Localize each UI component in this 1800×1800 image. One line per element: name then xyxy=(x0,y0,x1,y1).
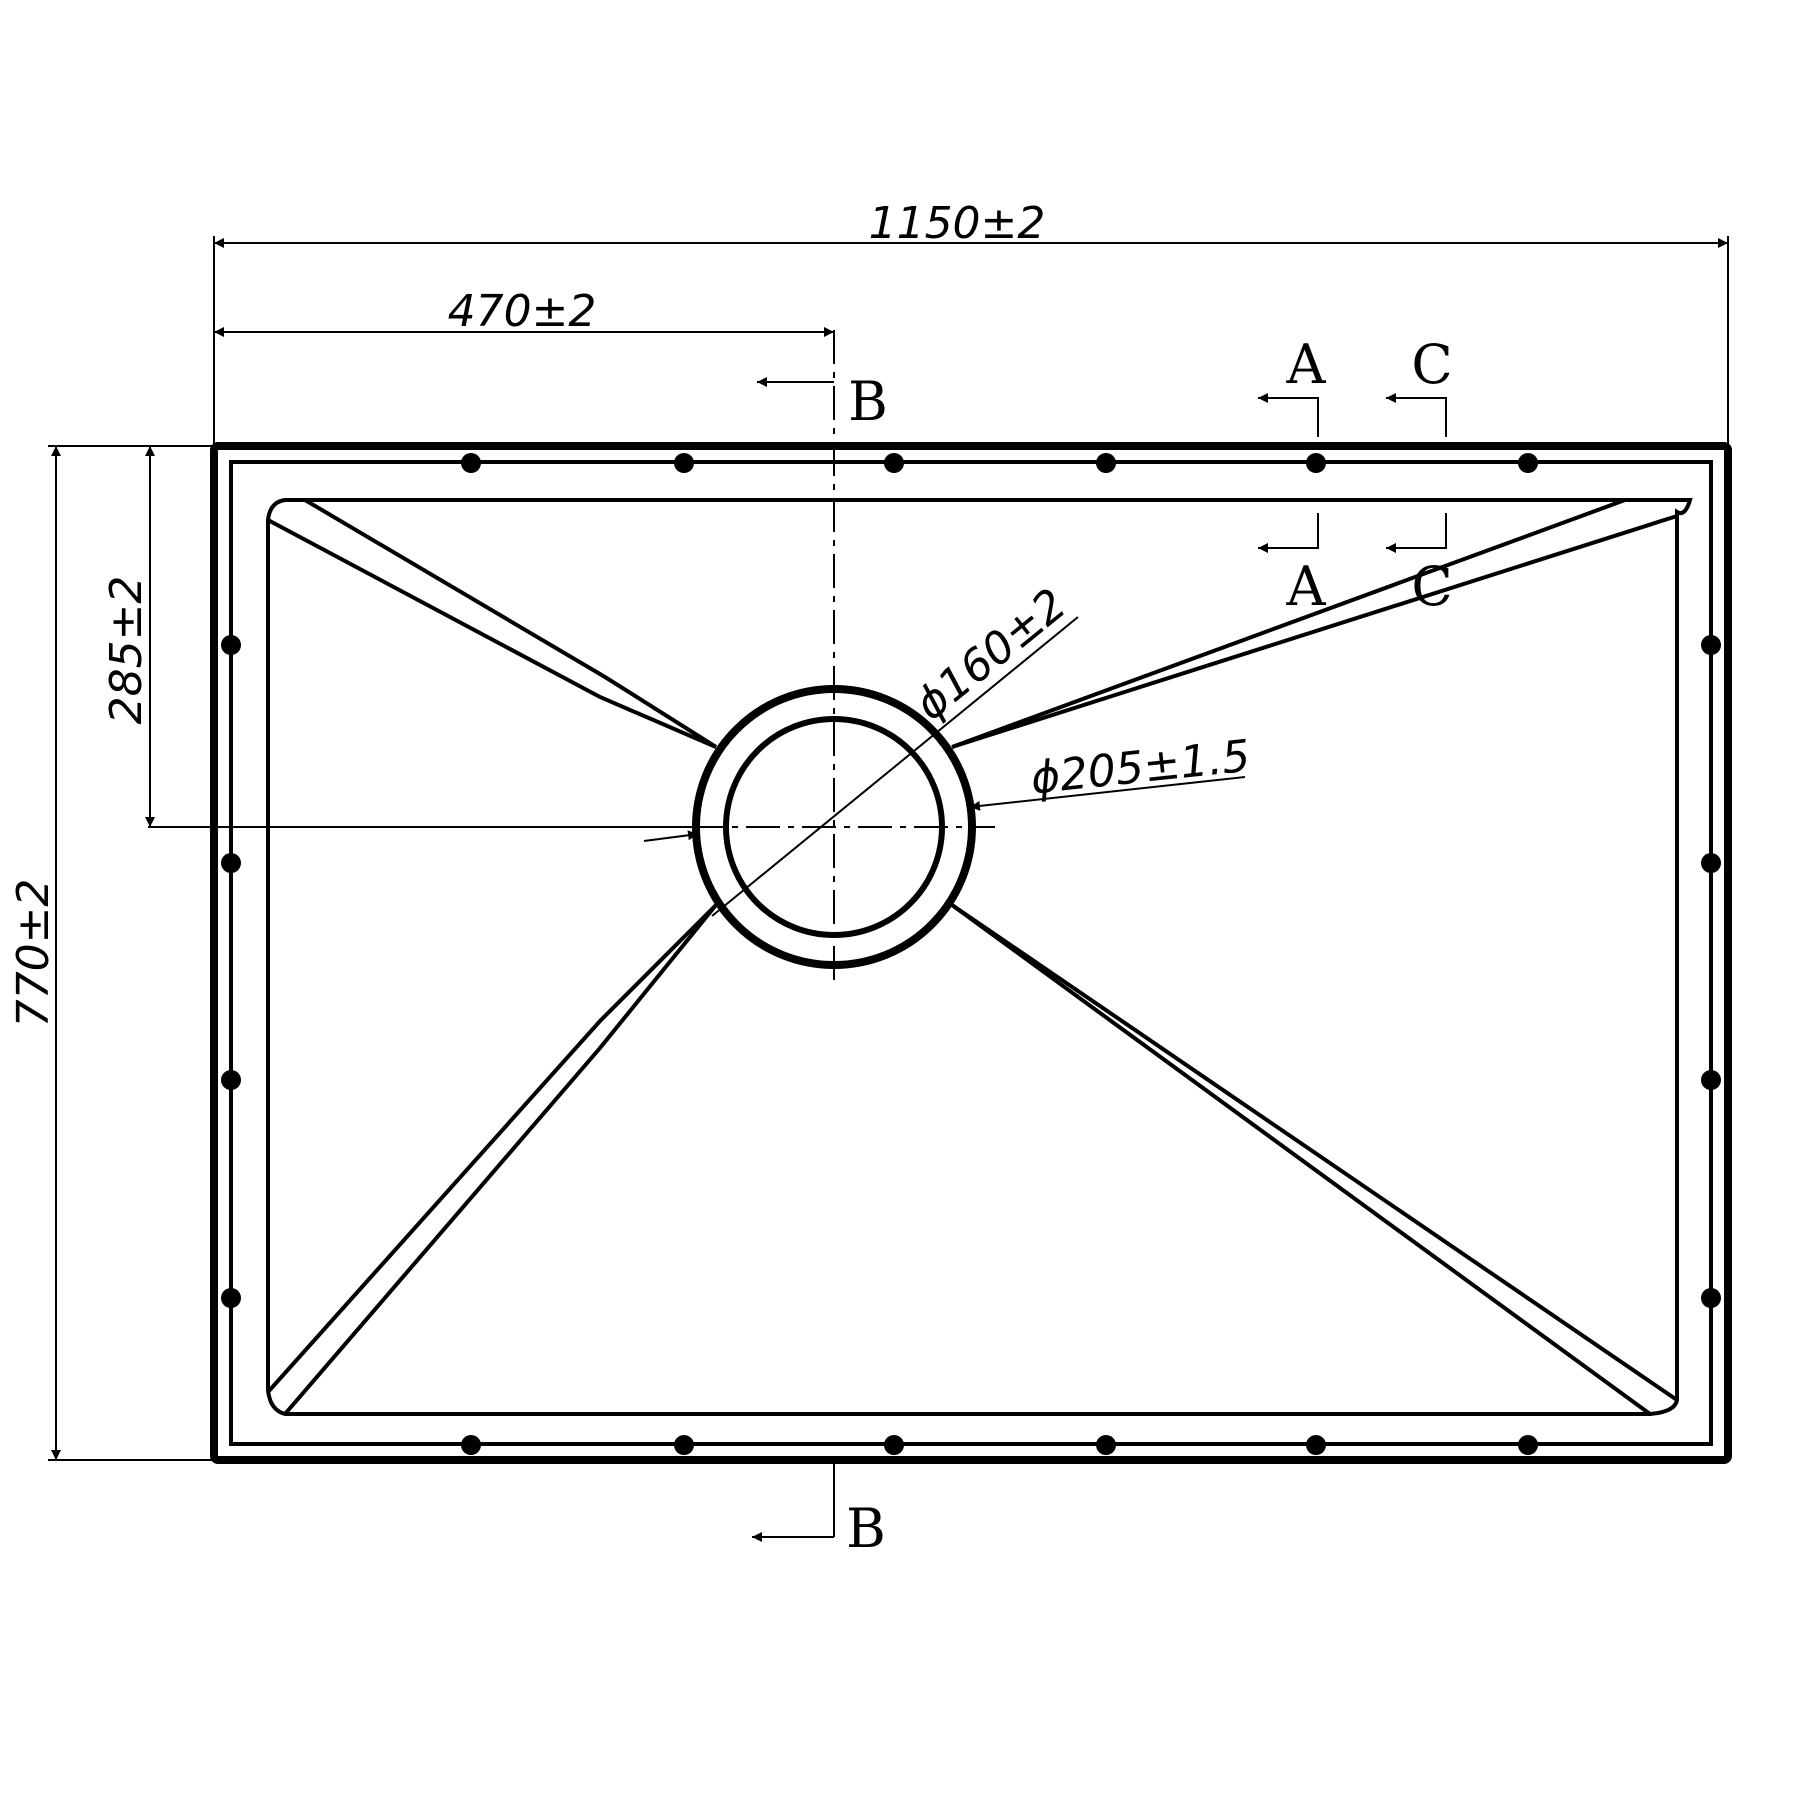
section-c-top-label: C xyxy=(1411,333,1452,396)
mounting-hole xyxy=(674,1435,694,1455)
inner-diameter-label: ϕ160±2 xyxy=(906,579,1076,731)
slope-line-bottom-right-2 xyxy=(950,903,1679,1402)
mounting-hole xyxy=(221,1070,241,1090)
slope-line-top-left xyxy=(267,518,717,749)
center-lines xyxy=(148,330,995,986)
mounting-holes xyxy=(221,453,1721,1455)
section-c-bottom-leg xyxy=(1386,513,1447,553)
mounting-hole xyxy=(1701,853,1721,873)
section-c-top-leg xyxy=(1386,393,1447,437)
slope-line-top-right-2 xyxy=(951,514,1678,749)
mounting-hole xyxy=(1701,1288,1721,1308)
slope-line-bottom-right xyxy=(950,903,1652,1416)
sink-body xyxy=(210,442,1732,1464)
drain-y-label: 285±2 xyxy=(101,576,152,725)
mounting-hole xyxy=(884,1435,904,1455)
mounting-hole xyxy=(461,453,481,473)
mounting-hole xyxy=(221,1288,241,1308)
mounting-hole xyxy=(674,453,694,473)
overall-height-label: 770±2 xyxy=(8,879,59,1028)
section-a-top-label: A xyxy=(1286,333,1327,396)
slope-line-bottom-left-2 xyxy=(283,903,718,1416)
section-markers: B B A A C C xyxy=(752,333,1453,1560)
section-a-top-leg xyxy=(1258,393,1319,437)
inner-diameter-leader xyxy=(711,616,1079,917)
mounting-hole xyxy=(1306,1435,1326,1455)
mounting-hole xyxy=(884,453,904,473)
dimension-lines xyxy=(48,236,1729,1461)
slope-line-bottom-left xyxy=(266,903,718,1394)
slope-lines xyxy=(266,498,1679,1416)
mounting-hole xyxy=(1518,1435,1538,1455)
mounting-hole xyxy=(1701,635,1721,655)
mounting-hole xyxy=(221,853,241,873)
mounting-hole xyxy=(1096,453,1116,473)
section-a-bottom-label: A xyxy=(1286,555,1327,618)
overall-width-label: 1150±2 xyxy=(869,198,1046,249)
slope-line-top-left-2 xyxy=(303,498,718,749)
outer-flange xyxy=(210,442,1732,1464)
outer-diameter-leader-2 xyxy=(969,776,1246,811)
dimension-texts: 1150±2 470±2 770±2 285±2 ϕ160±2 ϕ205±1.5 xyxy=(8,198,1252,1027)
drain-x-label: 470±2 xyxy=(448,286,597,337)
slope-line-top-right xyxy=(951,498,1626,749)
section-b-bottom-label: B xyxy=(846,1497,886,1560)
mounting-hole xyxy=(461,1435,481,1455)
mounting-hole xyxy=(1096,1435,1116,1455)
mounting-hole xyxy=(1518,453,1538,473)
outer-diameter-leader xyxy=(643,830,699,842)
mounting-hole xyxy=(221,635,241,655)
outer-diameter-label: ϕ205±1.5 xyxy=(1028,731,1252,805)
section-c-bottom-label: C xyxy=(1411,555,1452,618)
section-b-top-label: B xyxy=(848,370,888,433)
mounting-hole xyxy=(1306,453,1326,473)
mounting-hole xyxy=(1701,1070,1721,1090)
inner-flange xyxy=(229,460,1713,1446)
section-a-bottom-leg xyxy=(1258,513,1319,553)
